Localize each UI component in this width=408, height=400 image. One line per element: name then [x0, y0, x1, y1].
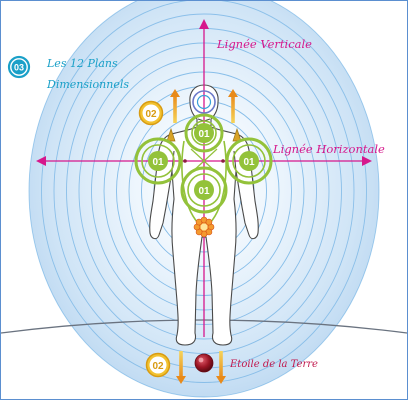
badge-02-top: 02 — [138, 100, 164, 126]
circle-head-disc — [194, 123, 214, 143]
badge-02-top-number: 02 — [145, 109, 157, 120]
aura-ring — [28, 1, 380, 398]
up-arrow-left-head — [170, 89, 180, 97]
circle-right-disc — [239, 151, 259, 171]
circle-belly-number: 01 — [198, 186, 210, 197]
center-dot — [221, 159, 225, 163]
sacral-petal — [205, 218, 213, 226]
up-arrow-left-shaft — [173, 95, 177, 123]
badge-02-bottom-number: 02 — [152, 361, 164, 372]
horizontal-axis-arrow-left — [36, 156, 46, 166]
label-vertical-line: Lignée Verticale — [216, 37, 312, 51]
down-arrow-right-shaft — [219, 351, 223, 378]
down-arrow-left-head — [176, 376, 186, 384]
energy-centers: 01 01 01 01 — [134, 89, 273, 384]
pyramid-left — [166, 127, 176, 142]
aura-ring — [41, 1, 367, 383]
circle-right-inner — [232, 144, 266, 178]
circle-belly-inner — [187, 173, 221, 207]
circle-head-inner — [191, 120, 217, 146]
circle-right-outer — [225, 137, 273, 185]
crown-ring — [192, 90, 216, 114]
circle-left-inner — [141, 144, 175, 178]
circle-right-number: 01 — [243, 157, 255, 168]
circle-belly-outer — [180, 166, 228, 214]
section-badge: 03 — [7, 55, 31, 79]
horizontal-axis-arrow-right — [362, 156, 372, 166]
sacral-core — [200, 223, 208, 231]
circle-belly-disc — [194, 180, 214, 200]
down-arrow-right-head — [216, 376, 226, 384]
label-horizontal-line: Lignée Horizontale — [272, 142, 385, 156]
center-dot — [183, 159, 187, 163]
vertical-axis-arrow — [199, 19, 209, 29]
up-arrow-right-shaft — [231, 95, 235, 123]
section-badge-number: 03 — [14, 63, 24, 73]
earth-star — [194, 353, 214, 373]
circle-left-disc — [148, 151, 168, 171]
circle-head-outer — [184, 113, 224, 153]
torso-arc-right — [209, 140, 227, 224]
up-arrow-right-head — [228, 89, 238, 97]
badge-02-bottom: 02 — [145, 352, 171, 378]
title-line-1: Les 12 Plans — [46, 57, 118, 70]
torso-arc-left — [181, 140, 199, 224]
label-earth-star: Etoile de la Terre — [229, 359, 318, 370]
crown-inner-ring — [196, 94, 212, 110]
circle-head-number: 01 — [198, 129, 210, 140]
circle-left-number: 01 — [152, 157, 164, 168]
center-cross-b — [190, 148, 218, 174]
circle-left-outer — [134, 137, 182, 185]
down-arrow-left-shaft — [179, 351, 183, 378]
title-line-2: Dimensionnels — [46, 78, 129, 91]
